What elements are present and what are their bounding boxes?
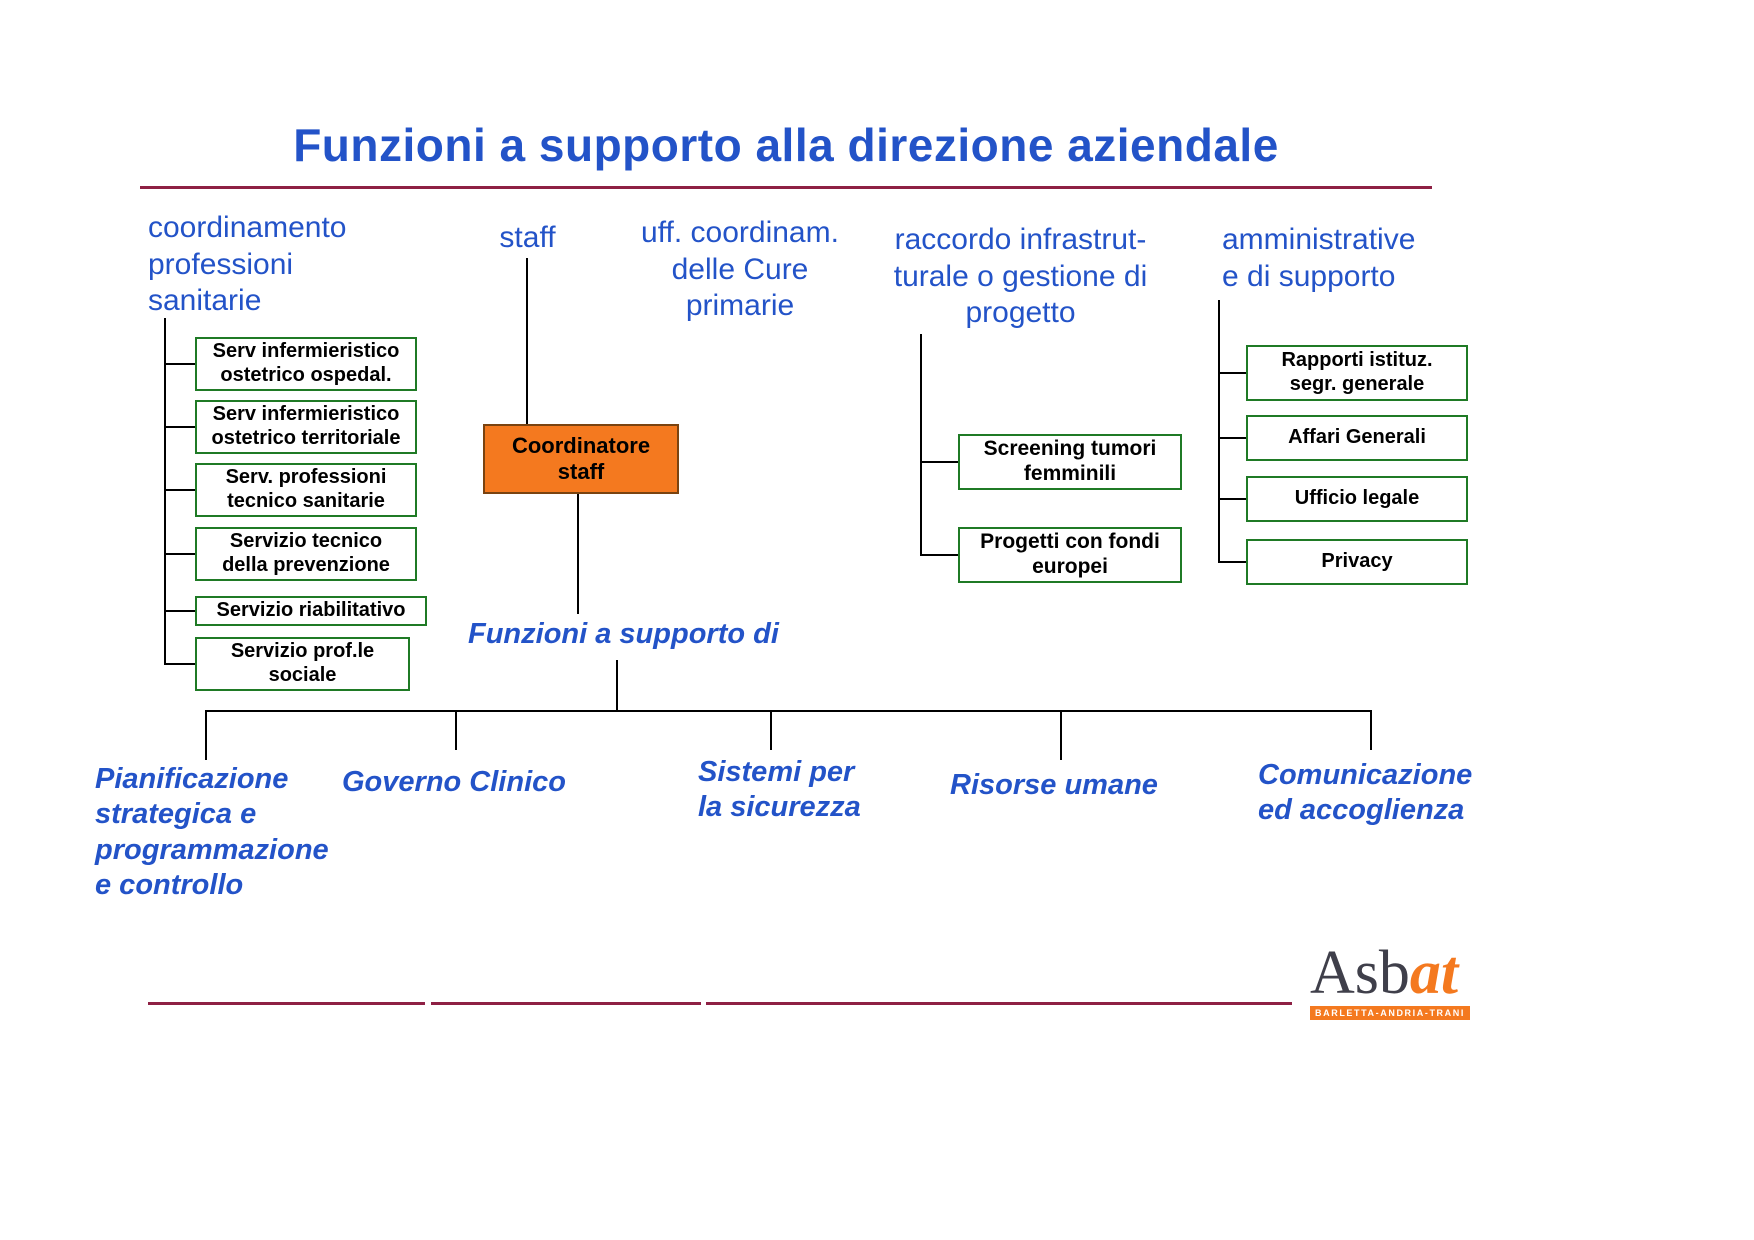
connector-raccordo-vertical bbox=[920, 334, 922, 556]
box-servizio-tecnico-prevenzione: Servizio tecnico della prevenzione bbox=[195, 527, 417, 581]
box-serv-infermieristico-ospedaliero: Serv infermieristico ostetrico ospedal. bbox=[195, 337, 417, 391]
connector-raccordo-tick-1 bbox=[920, 461, 958, 463]
logo-text-accent: at bbox=[1409, 939, 1459, 1007]
box-servizio-riabilitativo: Servizio riabilitativo bbox=[195, 596, 427, 626]
box-serv-infermieristico-territoriale: Serv infermieristico ostetrico territori… bbox=[195, 400, 417, 454]
connector-drop-4 bbox=[1060, 710, 1062, 760]
connector-drop-5 bbox=[1370, 710, 1372, 750]
box-privacy: Privacy bbox=[1246, 539, 1468, 585]
support-functions-label: Funzioni a supporto di bbox=[468, 618, 779, 650]
logo-text: Asbat bbox=[1310, 942, 1472, 1004]
heading-raccordo: raccordo infrastrut- turale o gestione d… bbox=[893, 223, 1148, 330]
logo-tagline: BARLETTA-ANDRIA-TRANI bbox=[1310, 1006, 1470, 1020]
box-ufficio-legale: Ufficio legale bbox=[1246, 476, 1468, 522]
bottom-item-comunicazione: Comunicazione ed accoglienza bbox=[1258, 759, 1473, 827]
bottom-item-sistemi-sicurezza: Sistemi per la sicurezza bbox=[698, 756, 861, 824]
connector-bottom-rail bbox=[205, 710, 1372, 712]
connector-coordinator-down bbox=[577, 494, 579, 614]
connector-drop-3 bbox=[770, 710, 772, 750]
connector-support-down bbox=[616, 660, 618, 710]
connector-left-tick-1 bbox=[164, 363, 195, 365]
connector-left-vertical bbox=[164, 318, 166, 665]
box-progetti-fondi-europei: Progetti con fondi europei bbox=[958, 527, 1182, 583]
connector-left-tick-5 bbox=[164, 610, 195, 612]
box-servizio-profle-sociale: Servizio prof.le sociale bbox=[195, 637, 410, 691]
bottom-item-pianificazione: Pianificazione strategica e programmazio… bbox=[95, 763, 329, 902]
connector-left-tick-3 bbox=[164, 489, 195, 491]
logo-text-main: Asb bbox=[1310, 939, 1410, 1007]
connector-amministrative-tick-1 bbox=[1218, 372, 1246, 374]
title-underline bbox=[140, 186, 1432, 189]
footer-rule-3 bbox=[706, 1002, 1292, 1005]
heading-cure-primarie: uff. coordinam. delle Cure primarie bbox=[641, 216, 839, 323]
bottom-item-governo-clinico: Governo Clinico bbox=[342, 766, 566, 798]
connector-amministrative-tick-2 bbox=[1218, 437, 1246, 439]
heading-amministrative: amministrative e di supporto bbox=[1222, 223, 1416, 293]
connector-drop-1 bbox=[205, 710, 207, 760]
logo: Asbat BARLETTA-ANDRIA-TRANI bbox=[1310, 942, 1472, 1020]
connector-drop-2 bbox=[455, 710, 457, 750]
connector-amministrative-tick-4 bbox=[1218, 561, 1246, 563]
connector-left-tick-2 bbox=[164, 426, 195, 428]
heading-coordinamento: coordinamento professioni sanitarie bbox=[148, 211, 347, 318]
box-affari-generali: Affari Generali bbox=[1246, 415, 1468, 461]
footer-rule-1 bbox=[148, 1002, 425, 1005]
bottom-item-risorse-umane: Risorse umane bbox=[950, 769, 1158, 801]
connector-amministrative-tick-3 bbox=[1218, 498, 1246, 500]
box-rapporti-istituzionali: Rapporti istituz. segr. generale bbox=[1246, 345, 1468, 401]
connector-left-tick-4 bbox=[164, 553, 195, 555]
connector-left-tick-6 bbox=[164, 663, 195, 665]
page-title: Funzioni a supporto alla direzione azien… bbox=[293, 119, 1279, 171]
heading-staff: staff bbox=[499, 221, 556, 254]
connector-amministrative-vertical bbox=[1218, 300, 1220, 562]
connector-staff-vertical bbox=[526, 258, 528, 424]
box-serv-professioni-tecnico-sanitarie: Serv. professioni tecnico sanitarie bbox=[195, 463, 417, 517]
box-coordinatore-staff: Coordinatore staff bbox=[483, 424, 679, 494]
box-screening-tumori: Screening tumori femminili bbox=[958, 434, 1182, 490]
footer-rule-2 bbox=[431, 1002, 701, 1005]
connector-raccordo-tick-2 bbox=[920, 554, 958, 556]
